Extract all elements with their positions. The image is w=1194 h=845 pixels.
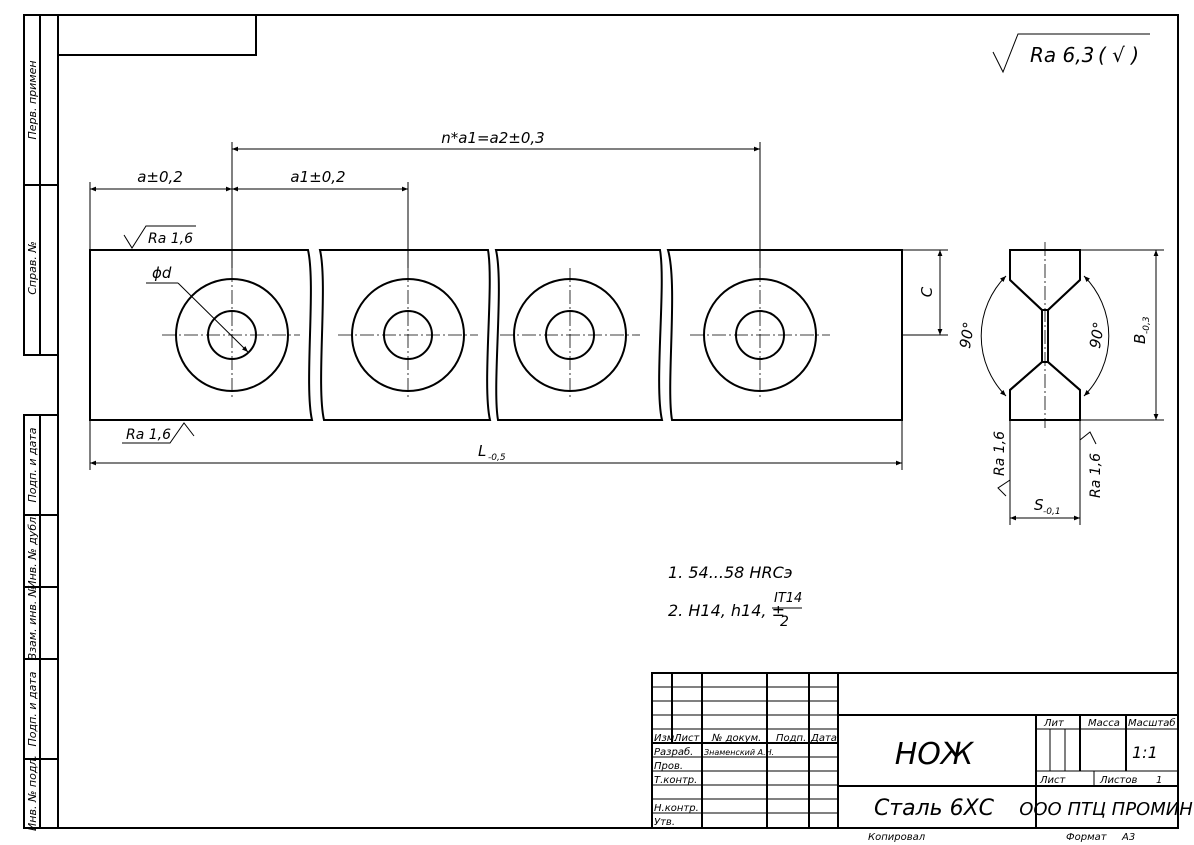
note-1: 1. 54...58 HRCэ [668, 563, 793, 582]
general-roughness-symbol: Ra 6,3 ( √ ) [992, 33, 1150, 74]
dim-height-c: C [918, 286, 936, 297]
tb-h-massa: Масса [1088, 718, 1120, 729]
knife-main-view [89, 249, 903, 421]
tb-razrab-name: Знаменский А.Н. [704, 748, 774, 757]
note-2-numerator: IT14 [774, 591, 802, 606]
tb-h-data: Дата [810, 733, 837, 744]
dimensions-main: n*a1=a2±0,3 a±0,2 a1±0,2 ϕd L -0,5 C Ra … [89, 129, 948, 470]
dim-width-b-tol: -0,3 [1142, 316, 1152, 334]
tb-format-value: А3 [1121, 832, 1135, 843]
tb-r-utv: Утв. [654, 817, 675, 828]
roughness-top: Ra 1,6 [148, 231, 193, 247]
tb-h-masshtab: Масштаб [1128, 717, 1176, 729]
dim-thickness-s-tol: -0,1 [1043, 507, 1061, 517]
dim-angle-right: 90° [1086, 320, 1108, 349]
margin-perv-primen: Перв. примен [26, 60, 39, 139]
knife-section-view: 90° 90° B -0,3 S -0,1 Ra 1,6 Ra 1,6 [956, 242, 1164, 525]
note-2-denominator: 2 [780, 614, 789, 630]
dim-width-b: B [1131, 334, 1149, 344]
dim-pitch-total: n*a1=a2±0,3 [441, 129, 544, 147]
top-left-stamp-box [57, 14, 257, 56]
tb-r-tkontr: Т.контр. [654, 775, 697, 786]
roughness-bottom: Ra 1,6 [126, 427, 171, 443]
tb-h-izm: Изм. [654, 733, 678, 744]
tb-sheet-label: Лист [1039, 775, 1067, 786]
tb-h-lit: Лит [1043, 718, 1065, 729]
tb-sheets-value: 1 [1156, 775, 1162, 786]
margin-vzam-inv: Взам. инв. № [26, 586, 39, 661]
tb-format-label: Формат [1066, 832, 1108, 843]
tb-sheets-label: Листов [1099, 775, 1137, 786]
tb-r-nkontr: Н.контр. [654, 803, 699, 814]
dim-offset-a: a±0,2 [137, 168, 183, 186]
tb-r-prov: Пров. [654, 761, 683, 772]
frame [23, 14, 1179, 829]
dim-thickness-s: S [1034, 496, 1044, 514]
tb-scale: 1:1 [1132, 743, 1158, 762]
roughness-side-left: Ra 1,6 [992, 431, 1008, 476]
tb-h-dokum: № докум. [711, 733, 761, 744]
tb-h-podp: Подп. [776, 733, 806, 744]
dim-length: L [478, 442, 486, 460]
dim-hole-dia: ϕd [152, 264, 172, 282]
note-2-prefix: 2. H14, h14, ± [668, 601, 785, 620]
margin-sprav: Справ. № [26, 241, 39, 295]
tb-company: ООО ПТЦ ПРОМИН [1019, 799, 1193, 820]
tb-r-razrab: Разраб. [654, 746, 693, 758]
technical-notes: 1. 54...58 HRCэ 2. H14, h14, ± IT14 2 [668, 563, 802, 630]
title-block: Изм. Лист № докум. Подп. Дата Разраб. Зн… [651, 672, 1193, 843]
dim-length-tol: -0,5 [488, 453, 506, 463]
tb-copied: Копировал [868, 832, 926, 843]
margin-inv-podl: Инв. № подл. [26, 755, 39, 831]
general-roughness-value: Ra 6,3 [1030, 43, 1094, 67]
tb-h-list: Лист [673, 733, 701, 744]
margin-podp-data-1: Подп. и дата [26, 427, 39, 502]
roughness-side-right: Ra 1,6 [1088, 453, 1104, 498]
dim-angle-left: 90° [956, 320, 978, 349]
dim-pitch-a1: a1±0,2 [290, 168, 345, 186]
tb-material: Сталь 6ХС [874, 796, 995, 821]
tb-part-name: НОЖ [895, 737, 975, 772]
margin-inv-dubl: Инв. № дубл. [26, 513, 39, 588]
general-roughness-suffix: ( √ ) [1098, 43, 1139, 67]
margin-podp-data-2: Подп. и дата [26, 671, 39, 746]
